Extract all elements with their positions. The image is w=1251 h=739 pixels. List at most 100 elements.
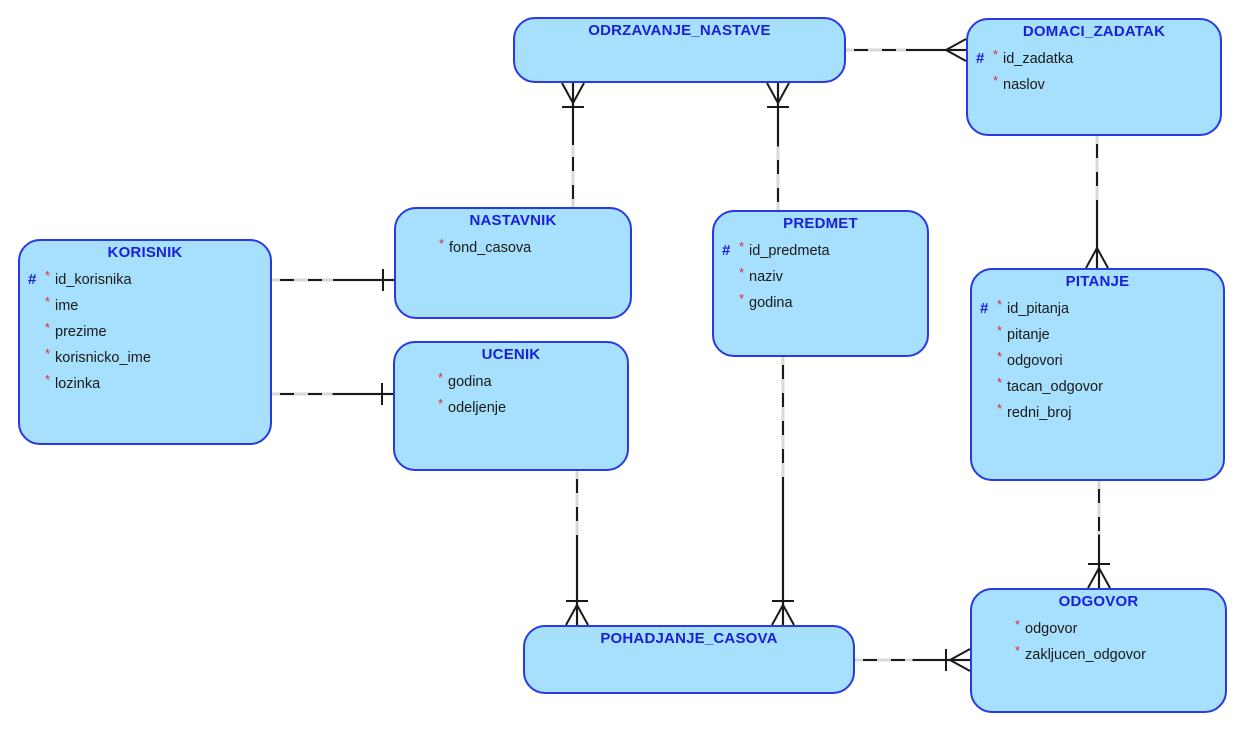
attribute-row: # * id_predmeta [714,238,927,264]
attribute-name: pitanje [1007,327,1050,343]
attribute-list: # * id_predmeta * naziv *godina [714,238,927,316]
required-marker: * [45,320,51,335]
relationship-predmet-pohadjanje-casova[interactable] [771,357,795,626]
relationship-pitanje-odgovor[interactable] [1087,481,1111,589]
required-marker: * [997,375,1003,390]
entity-title: PREDMET [783,215,858,232]
attribute-row: * pitanje [972,322,1223,348]
entity-pohadjanje-casova[interactable]: POHADJANJE_CASOVA [523,625,855,694]
relationship-pohadjanje-casova-odgovor[interactable] [855,648,971,672]
required-marker: * [45,346,51,361]
relationship-nastavnik-odrzavanje-nastave[interactable] [561,82,585,207]
attribute-row: * redni_broj [972,400,1223,426]
entity-odrzavanje-nastave[interactable]: ODRZAVANJE_NASTAVE [513,17,846,83]
attribute-name: naslov [1003,77,1045,93]
required-marker: * [997,349,1003,364]
required-marker: * [438,370,444,385]
attribute-row: *godina [714,290,927,316]
attribute-row: *korisnicko_ime [20,345,270,371]
primary-key-marker: # [28,271,37,288]
attribute-row: * godina [395,369,627,395]
relationship-korisnik-ucenik[interactable] [272,383,393,405]
entity-title: DOMACI_ZADATAK [1022,23,1166,40]
crows-foot-icon [947,648,971,672]
attribute-name: prezime [55,324,107,340]
entity-title: KORISNIK [107,244,183,261]
attribute-list: # * id_zadatka * naslov [968,46,1220,98]
entity-nastavnik[interactable]: NASTAVNIK * fond_casova [394,207,632,319]
attribute-row: * lozinka [20,371,270,397]
attribute-list: * fond_casova [396,235,630,261]
required-marker: * [997,297,1003,312]
relationship-domaci-zadatak-pitanje[interactable] [1085,136,1109,269]
attribute-list: # * id_pitanja * pitanje * odgovori * tacan_odgo… [972,296,1223,426]
attribute-name: naziv [749,269,783,285]
relationship-korisnik-nastavnik[interactable] [272,269,394,291]
attribute-row: * fond_casova [396,235,630,261]
crows-foot-icon [766,82,790,106]
attribute-list: # * id_korisnika * ime * prezime *korisnicko_im… [20,267,270,397]
required-marker: * [45,372,51,387]
required-marker: * [438,396,444,411]
attribute-name: id_predmeta [749,243,830,259]
attribute-name: fond_casova [449,240,532,256]
crows-foot-icon [561,82,585,106]
entity-pitanje[interactable]: PITANJE # * id_pitanja * pitanje * odgovori * ta… [970,268,1225,481]
required-marker: * [997,323,1003,338]
attribute-row: * prezime [20,319,270,345]
required-marker: * [45,294,51,309]
required-marker: * [739,265,745,280]
attribute-row: # * id_pitanja [972,296,1223,322]
entity-title: ODRZAVANJE_NASTAVE [588,22,771,39]
required-marker: * [739,291,745,306]
required-marker: * [739,239,745,254]
attribute-name: id_zadatka [1003,51,1074,67]
entity-domaci-zadatak[interactable]: DOMACI_ZADATAK # * id_zadatka * naslov [966,18,1222,136]
relationship-odrzavanje-nastave-domaci-zadatak[interactable] [846,38,967,62]
primary-key-marker: # [976,50,985,67]
entity-predmet[interactable]: PREDMET # * id_predmeta * naziv *godina [712,210,929,357]
attribute-row: * ime [20,293,270,319]
required-marker: * [439,236,445,251]
attribute-name: tacan_odgovor [1007,379,1103,395]
entity-title: NASTAVNIK [469,212,557,229]
attribute-name: odgovori [1007,353,1063,369]
crows-foot-icon [565,602,589,626]
entity-title: ODGOVOR [1058,593,1139,610]
entity-korisnik[interactable]: KORISNIK # * id_korisnika * ime * prezime *kori… [18,239,272,445]
required-marker: * [997,401,1003,416]
attribute-list: * godina *odeljenje [395,369,627,421]
attribute-row: * tacan_odgovor [972,374,1223,400]
required-marker: * [993,73,999,88]
relationship-ucenik-pohadjanje-casova[interactable] [565,471,589,626]
crows-foot-icon [943,38,967,62]
attribute-name: zakljucen_odgovor [1025,647,1146,663]
attribute-name: id_korisnika [55,272,132,288]
entity-title: PITANJE [1065,273,1130,290]
required-marker: * [1015,617,1021,632]
crows-foot-icon [1085,245,1109,269]
attribute-name: redni_broj [1007,405,1072,421]
required-marker: * [45,268,51,283]
attribute-name: ime [55,298,79,314]
primary-key-marker: # [980,300,989,317]
attribute-name: lozinka [55,376,101,392]
crows-foot-icon [771,602,795,626]
primary-key-marker: # [722,242,731,259]
attribute-name: godina [448,374,492,390]
required-marker: * [1015,643,1021,658]
attribute-row: *odeljenje [395,395,627,421]
required-marker: * [993,47,999,62]
attribute-name: id_pitanja [1007,301,1070,317]
attribute-row: * zakljucen_odgovor [972,642,1225,668]
relationship-predmet-odrzavanje-nastave[interactable] [766,82,790,210]
attribute-row: * odgovori [972,348,1223,374]
attribute-row: * naziv [714,264,927,290]
entity-title: UCENIK [481,346,541,363]
attribute-row: # * id_zadatka [968,46,1220,72]
entity-ucenik[interactable]: UCENIK * godina *odeljenje [393,341,629,471]
attribute-row: # * id_korisnika [20,267,270,293]
entity-odgovor[interactable]: ODGOVOR *odgovor*zakljucen_odgovor [970,588,1227,713]
